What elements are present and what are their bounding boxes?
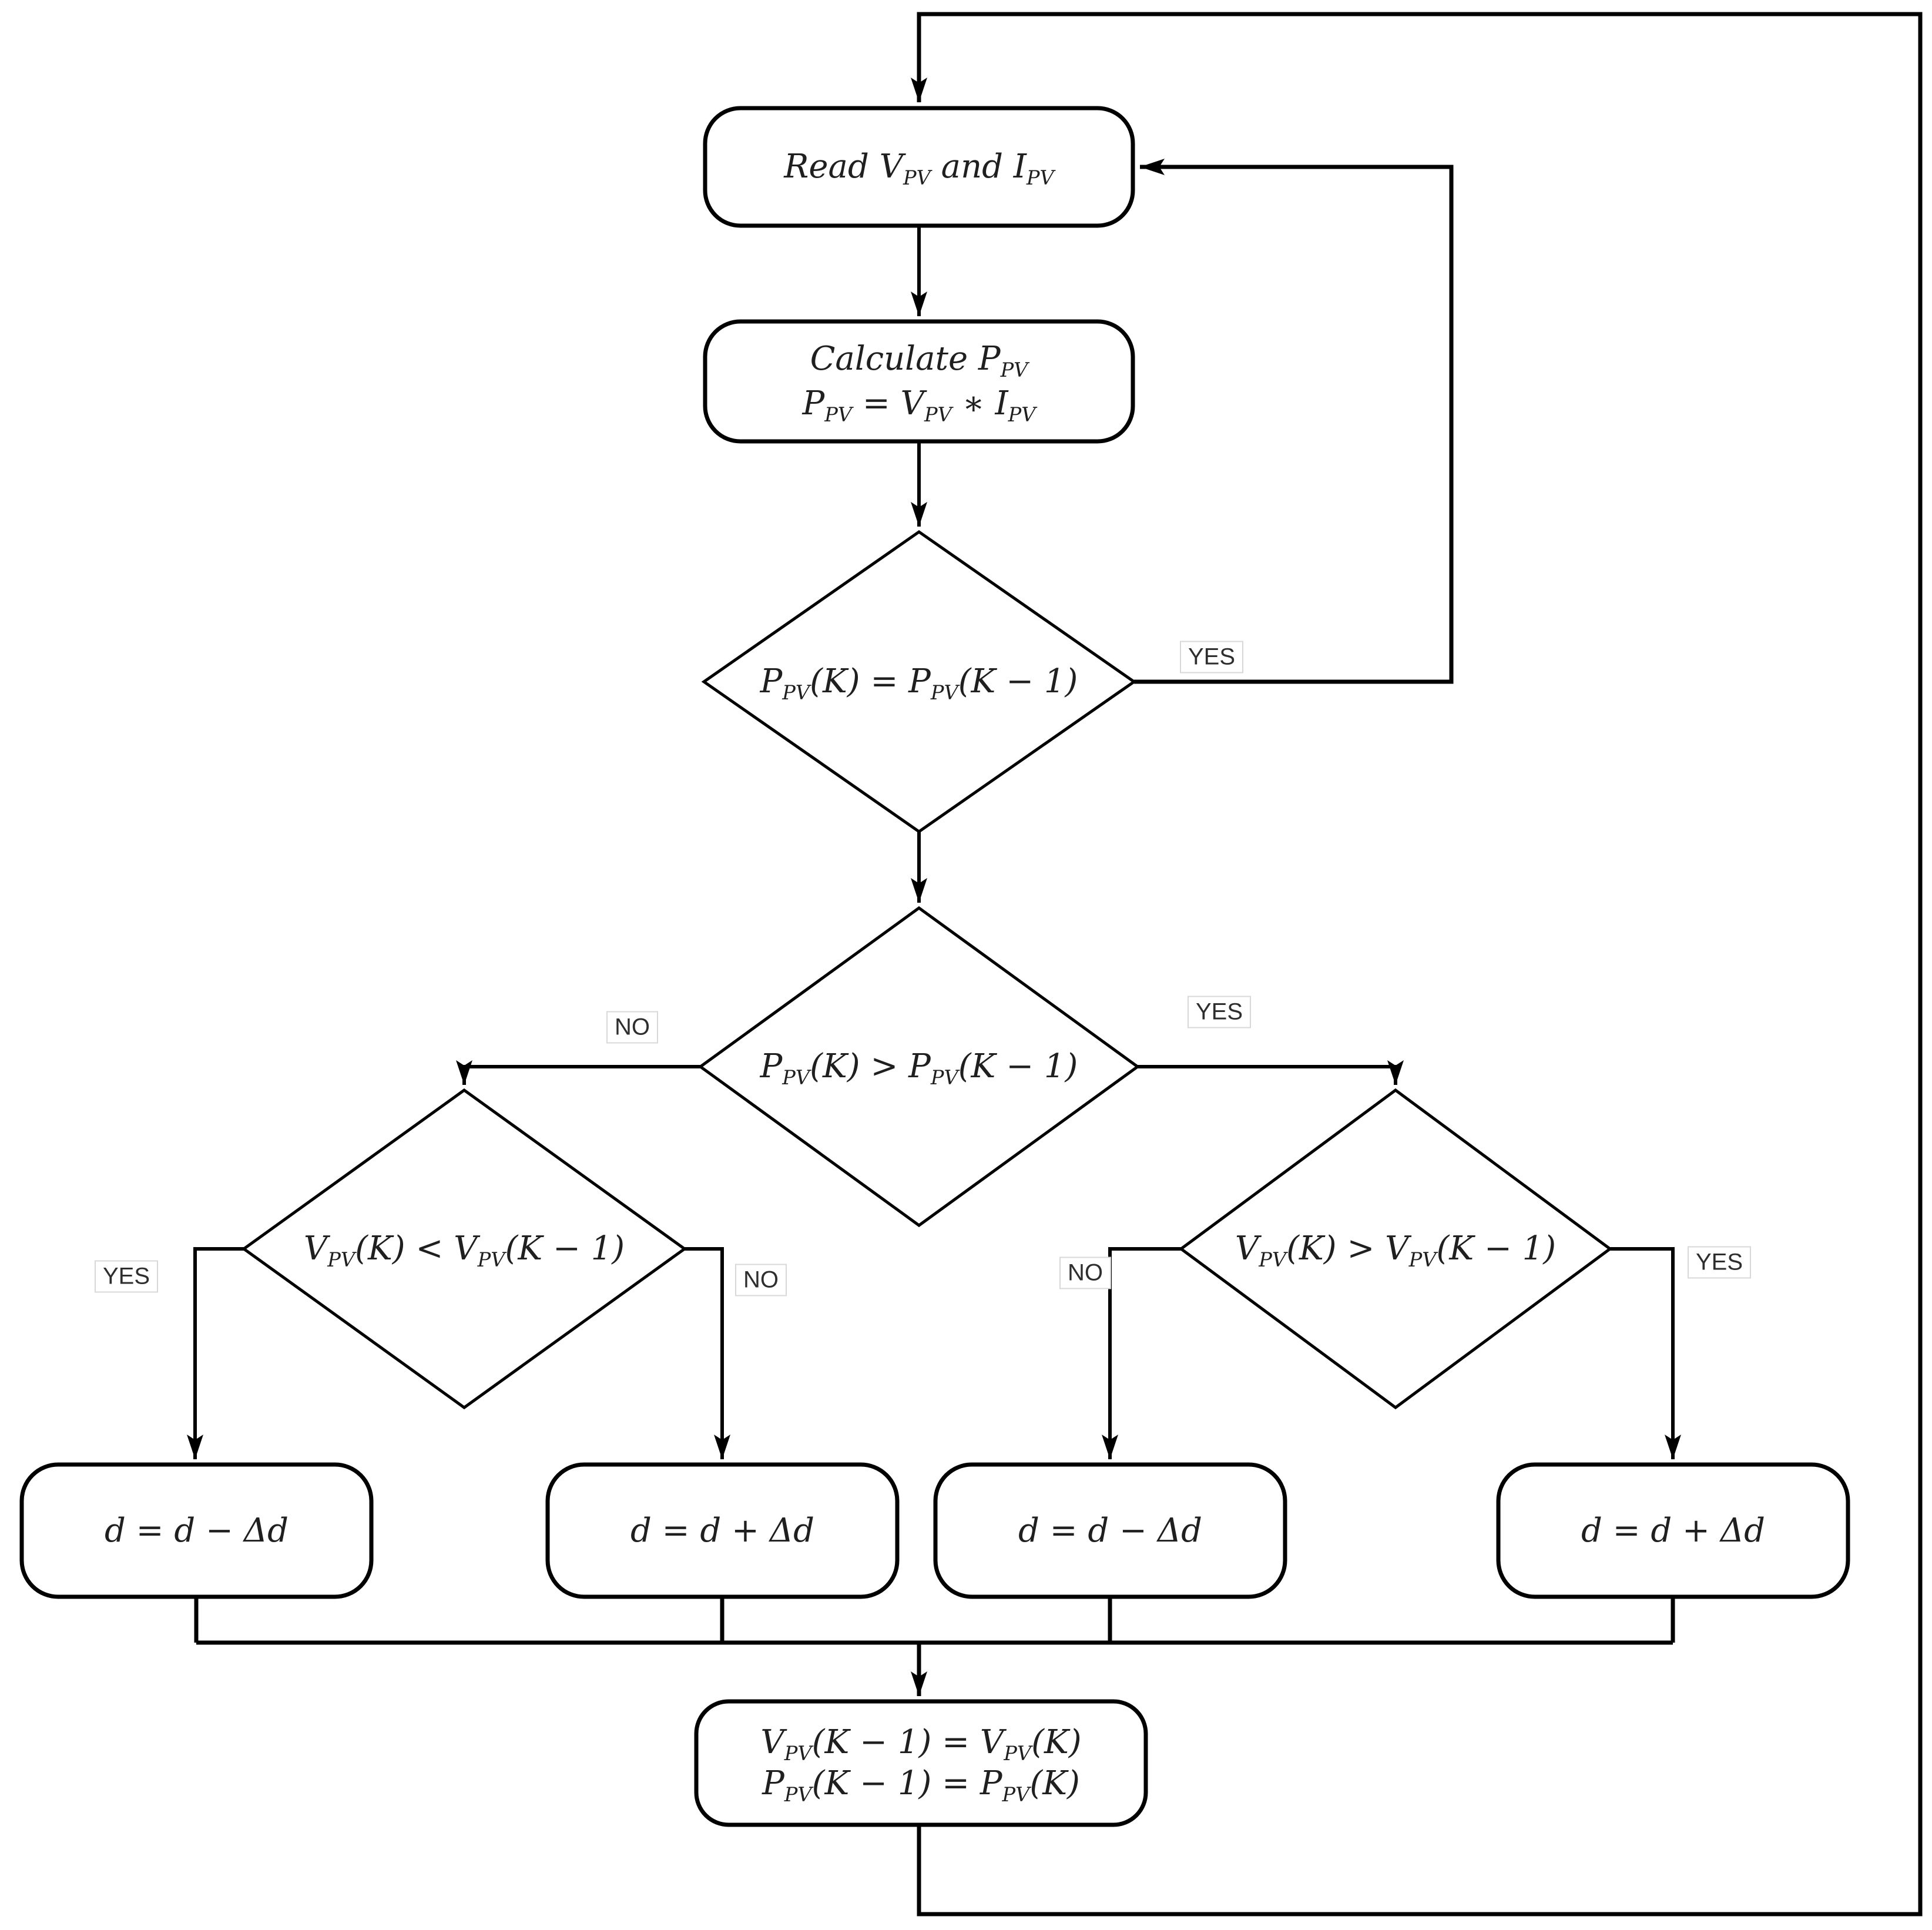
delta-box-a [19,1462,374,1599]
delta-box-b [545,1462,900,1599]
edge-label-d2-no: NO [606,1011,658,1044]
decision-d2-label: PPV(K) > PPV(K − 1) [760,1047,1078,1089]
decision-dl [241,1088,687,1410]
edge-dr-yes-to-box-d [1610,1247,1681,1459]
update-box-label: VPV(K − 1) = VPV(K)PPV(K − 1) = PPV(K) [760,1723,1082,1806]
edge-d2-no-to-dl [456,1060,700,1085]
edge-d2-yes-to-dr [1138,1060,1404,1085]
edge-label-d2-yes: YES [1187,996,1252,1028]
edge-loop-update-to-read [911,12,1923,1916]
edge-label-dr-no: NO [1059,1256,1111,1289]
delta-box-d-label: d = d + Δd [1581,1511,1766,1550]
edge-label-d1-yes: YES [1179,641,1244,674]
read-box [703,106,1135,228]
edge-d1-yes-to-read [1134,159,1454,684]
decision-dl-label: VPV(K) < VPV(K − 1) [303,1229,625,1271]
delta-box-c [933,1462,1287,1599]
edge-dl-yes-to-box-a [187,1247,244,1459]
read-box-label: Read VPV and IPV [784,148,1054,189]
decision-dr-label: VPV(K) > VPV(K − 1) [1235,1229,1557,1271]
edge-label-dl-yes: YES [94,1260,159,1293]
edge-dr-no-to-box-c [1102,1247,1181,1459]
delta-box-c-label: d = d − Δd [1018,1511,1203,1550]
decision-dr [1178,1088,1613,1410]
delta-box-a-label: d = d − Δd [104,1511,289,1550]
decision-d2 [697,906,1141,1228]
delta-box-b-label: d = d + Δd [630,1511,815,1550]
edge-dl-no-to-box-b [685,1247,730,1459]
edge-label-dl-no: NO [735,1264,787,1296]
decision-d1-label: PPV(K) = PPV(K − 1) [760,662,1078,704]
calc-box [703,319,1135,444]
edge-merge-rails [194,1597,1675,1645]
decision-d1 [701,530,1137,834]
delta-box-d [1496,1462,1850,1599]
update-box [694,1699,1148,1827]
edge-label-dr-yes: YES [1687,1246,1752,1279]
